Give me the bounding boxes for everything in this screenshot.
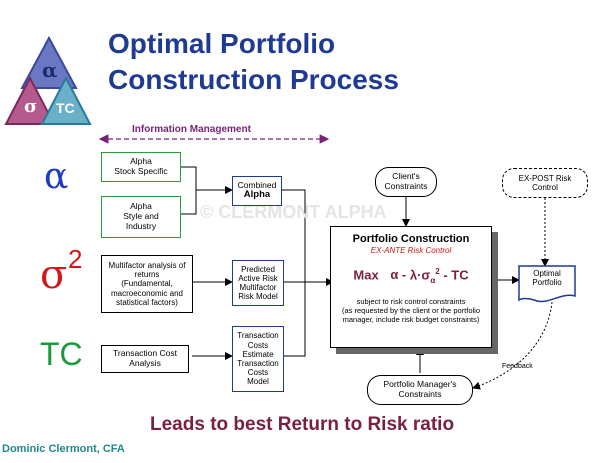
formula-tc: - TC [443,267,469,283]
tagline: Leads to best Return to Risk ratio [150,414,455,435]
risk-model-box: Predicted Active Risk Multifactor Risk M… [232,260,284,306]
transaction-cost-analysis-text: Transaction Cost Analysis [113,348,177,368]
risk-model-line1: Predicted Active Risk [238,264,278,283]
page-title-line1: Optimal Portfolio [108,28,336,59]
logo-alpha: α [42,58,58,82]
logo-triangles [4,35,92,125]
optimal-portfolio-shape [518,265,576,303]
expost-risk-control-box: EX-POST Risk Control [502,168,588,198]
tc-model-line2: Estimate Transaction Costs Model [237,349,279,387]
author-credit: Dominic Clermont, CFA [2,443,125,455]
alpha-symbol: α [44,156,69,197]
multifactor-analysis-box: Multifactor analysis of returns (Fundame… [101,255,193,313]
optimal-portfolio-text: Optimal Portfolio [532,269,562,288]
client-constraints-box: Client's Constraints [375,167,437,197]
construction-formula: Max α - λ·σα2 - TC [331,267,491,285]
formula-alpha: α - [390,267,407,283]
logo-tc: TC [56,100,75,116]
page-title-line2: Construction Process [108,64,399,95]
tc-model-line1: Transaction Costs [237,331,279,350]
formula-max: Max [353,267,379,283]
alpha-style-industry-box: Alpha Style and Industry [101,196,181,238]
tc-symbol: TC [40,336,83,372]
transaction-cost-analysis-box: Transaction Cost Analysis [101,345,189,373]
info-management-label: Information Management [132,124,251,135]
pm-constraints-box: Portfolio Manager's Constraints [367,375,473,405]
alpha-stock-specific-box: Alpha Stock Specific [101,152,181,182]
watermark: © CLERMONT ALPHA [200,202,387,222]
portfolio-construction-box: Portfolio Construction EX-ANTE Risk Cont… [330,226,492,348]
sigma-symbol: σ [40,252,68,298]
risk-model-line2: Multifactor Risk Model [238,283,278,302]
combined-alpha-box: Combined Alpha [232,176,282,206]
multifactor-analysis-text: Multifactor analysis of returns (Fundame… [108,261,186,307]
formula-lambda: λ·σ [409,267,431,283]
formula-sup: 2 [435,267,440,276]
alpha-stock-specific-text: Alpha Stock Specific [114,156,168,176]
sigma-exponent: 2 [68,244,83,274]
client-constraints-text: Client's Constraints [384,171,428,191]
pm-constraints-text: Portfolio Manager's Constraints [383,379,457,399]
expost-line2: Control [532,183,558,192]
logo-sigma: σ [24,96,38,117]
expost-line1: EX-POST Risk [518,173,572,183]
formula-sub: α [430,275,436,285]
combined-alpha-line2: Alpha [243,189,271,201]
alpha-style-industry-text: Alpha Style and Industry [123,201,159,231]
construction-subtitle: EX-ANTE Risk Control [370,246,452,255]
transaction-cost-model-box: Transaction Costs Estimate Transaction C… [232,326,284,392]
construction-subject: subject to risk control constraints (as … [342,296,480,324]
construction-title: Portfolio Construction [352,233,470,245]
combined-alpha-line1: Combined [237,179,277,190]
feedback-label: Feedback [502,363,533,370]
